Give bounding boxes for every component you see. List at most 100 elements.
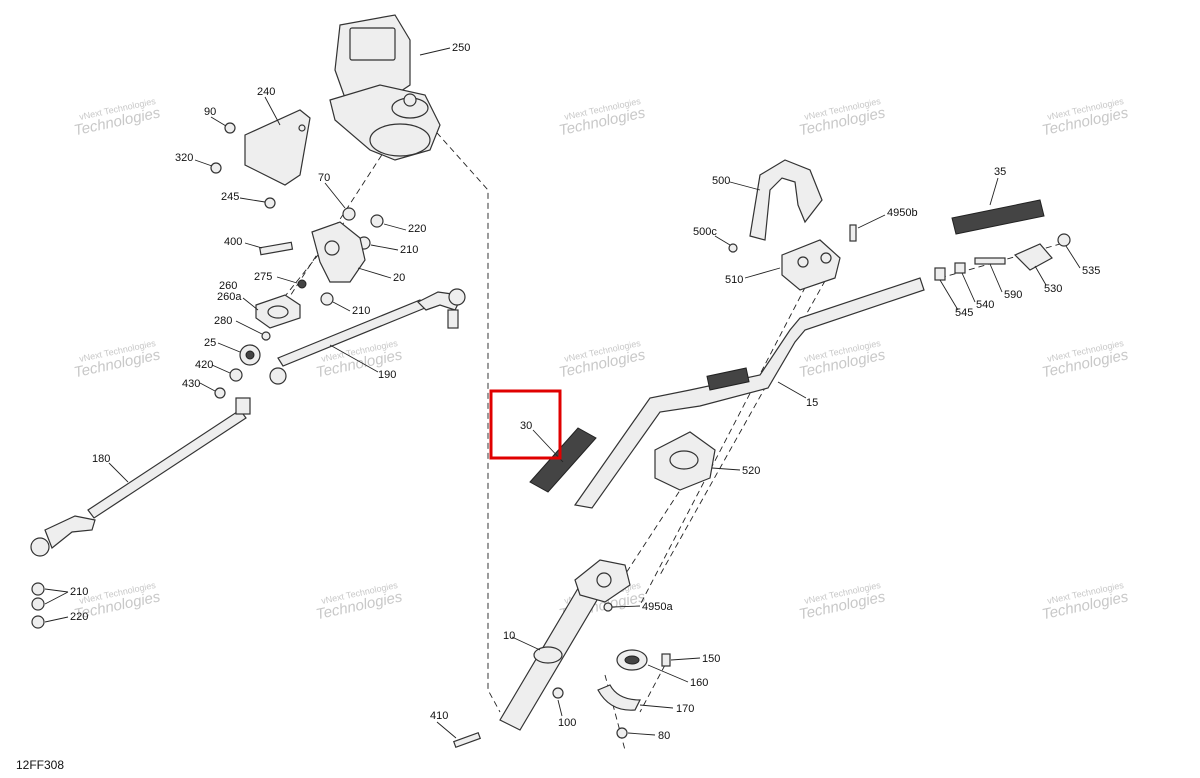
assembly-line xyxy=(614,474,691,591)
callout-30[interactable]: 30 xyxy=(520,420,532,432)
watermark: vNext Technologies Technologies xyxy=(797,338,887,381)
grease-fitting-275 xyxy=(297,279,307,289)
callout-100[interactable]: 100 xyxy=(558,717,576,729)
leader-line-4950a xyxy=(611,605,641,608)
leader-line-545 xyxy=(939,279,959,311)
end-cap-530 xyxy=(1013,243,1053,271)
callout-4950b[interactable]: 4950b xyxy=(887,207,918,219)
leader-line-420 xyxy=(211,364,231,374)
plate-260 xyxy=(255,294,301,329)
watermark: vNext Technologies Technologies xyxy=(1040,580,1130,623)
nut-90 xyxy=(224,122,236,134)
callout-530[interactable]: 530 xyxy=(1044,283,1062,295)
watermark: vNext Technologies Technologies xyxy=(1040,96,1130,139)
callout-220-upper[interactable]: 220 xyxy=(408,223,426,235)
nut-220-left xyxy=(31,615,45,629)
bearing-160 xyxy=(616,649,648,671)
leader-line-180 xyxy=(108,462,129,483)
callout-160[interactable]: 160 xyxy=(690,677,708,689)
tie-rod-180 xyxy=(30,397,251,557)
washer-420 xyxy=(229,368,243,382)
nut-100 xyxy=(552,687,564,699)
callout-245[interactable]: 245 xyxy=(221,191,239,203)
leader-line-590 xyxy=(989,263,1003,293)
callout-labels: 250 240 90 320 245 70 220 400 210 20 275… xyxy=(70,42,1100,742)
callout-4950a[interactable]: 4950a xyxy=(642,601,673,613)
spacer-545 xyxy=(934,267,946,281)
washer-210-left-b xyxy=(31,597,45,611)
callout-20[interactable]: 20 xyxy=(393,272,405,284)
callout-430[interactable]: 430 xyxy=(182,378,200,390)
callout-190[interactable]: 190 xyxy=(378,369,396,381)
callout-15[interactable]: 15 xyxy=(806,397,818,409)
callout-520[interactable]: 520 xyxy=(742,465,760,477)
callout-590[interactable]: 590 xyxy=(1004,289,1022,301)
watermark: vNext Technologies Technologies xyxy=(557,96,647,139)
pitman-arm-20 xyxy=(311,221,366,283)
callout-400[interactable]: 400 xyxy=(224,236,242,248)
screw-500c xyxy=(728,243,738,253)
steering-motor-250 xyxy=(329,14,441,161)
callout-500c[interactable]: 500c xyxy=(693,226,717,238)
leader-line-4950b xyxy=(857,214,886,229)
assembly-line xyxy=(659,271,831,576)
half-clamp-170 xyxy=(597,684,641,711)
watermark: vNext Technologies Technologies xyxy=(1040,338,1130,381)
watermark: vNext Technologies Technologies xyxy=(797,580,887,623)
nut-70 xyxy=(342,207,356,221)
bolt-150 xyxy=(661,653,671,667)
leader-line-250 xyxy=(419,47,451,56)
callout-210-left[interactable]: 210 xyxy=(70,586,88,598)
callout-180[interactable]: 180 xyxy=(92,453,110,465)
callout-220-left[interactable]: 220 xyxy=(70,611,88,623)
callout-535[interactable]: 535 xyxy=(1082,265,1100,277)
callout-320[interactable]: 320 xyxy=(175,152,193,164)
watermark: vNext Technologies Technologies xyxy=(72,338,162,381)
leader-line-15 xyxy=(777,381,807,399)
callout-500[interactable]: 500 xyxy=(712,175,730,187)
callout-545[interactable]: 545 xyxy=(955,307,973,319)
callout-150[interactable]: 150 xyxy=(702,653,720,665)
callout-35[interactable]: 35 xyxy=(994,166,1006,178)
end-weight-535 xyxy=(1057,233,1071,247)
leader-line-535 xyxy=(1065,245,1081,269)
callout-80[interactable]: 80 xyxy=(658,730,670,742)
callout-170[interactable]: 170 xyxy=(676,703,694,715)
callout-10[interactable]: 10 xyxy=(503,630,515,642)
callout-275[interactable]: 275 xyxy=(254,271,272,283)
callout-260a[interactable]: 260a xyxy=(217,291,242,303)
screw-4950a xyxy=(603,602,613,612)
watermark: vNext Technologies Technologies xyxy=(557,338,647,381)
callout-210-upper[interactable]: 210 xyxy=(400,244,418,256)
leader-line-410 xyxy=(436,721,457,739)
leader-line-280 xyxy=(235,320,263,335)
bolt-590 xyxy=(974,257,1006,265)
leader-line-530 xyxy=(1034,265,1047,286)
leader-line-170 xyxy=(639,704,674,709)
bearing-25 xyxy=(239,344,261,366)
callout-410[interactable]: 410 xyxy=(430,710,448,722)
callout-280[interactable]: 280 xyxy=(214,315,232,327)
callout-25[interactable]: 25 xyxy=(204,337,216,349)
callout-90[interactable]: 90 xyxy=(204,106,216,118)
callout-250[interactable]: 250 xyxy=(452,42,470,54)
leader-line-35 xyxy=(989,177,999,206)
leader-line-510 xyxy=(744,267,781,279)
nut-430 xyxy=(214,387,226,399)
callout-540[interactable]: 540 xyxy=(976,299,994,311)
callout-420[interactable]: 420 xyxy=(195,359,213,371)
washer-210-left-a xyxy=(31,582,45,596)
callout-70[interactable]: 70 xyxy=(318,172,330,184)
bushing-540 xyxy=(954,262,966,274)
leader-lines xyxy=(44,47,1081,739)
callout-510[interactable]: 510 xyxy=(725,274,743,286)
callout-240[interactable]: 240 xyxy=(257,86,275,98)
leader-line-70 xyxy=(324,182,346,209)
assembly-line xyxy=(639,277,811,606)
callout-260[interactable]: 260 xyxy=(219,280,237,292)
document-code: 12FF308 xyxy=(16,758,64,772)
leader-line-160 xyxy=(647,664,689,683)
callout-210-lower[interactable]: 210 xyxy=(352,305,370,317)
assembly-line xyxy=(429,124,501,713)
